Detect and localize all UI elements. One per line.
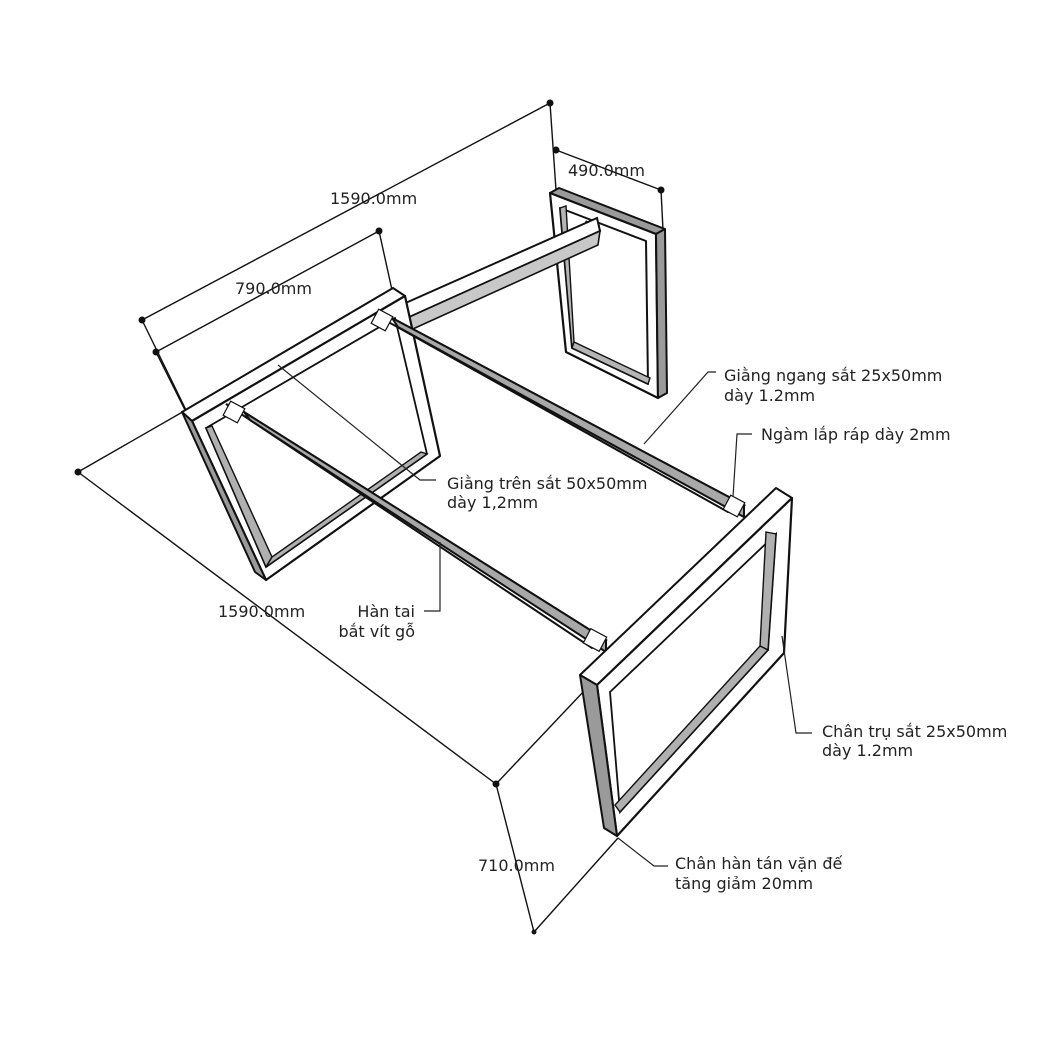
dim-dot [375, 227, 383, 235]
dim-dot [531, 929, 537, 935]
callout-chan-tru-line1: Chân trụ sắt 25x50mm [822, 722, 1007, 741]
dimension-lines [74, 99, 665, 935]
dim-line-width-front [155, 230, 380, 353]
callout-ngam-lap-rap: Ngàm lắp ráp dày 2mm [761, 425, 951, 444]
dim-dot [546, 99, 554, 107]
dim-ext-790-left [155, 351, 187, 413]
dim-dot [552, 146, 560, 154]
dim-ext-bottom-right [495, 689, 586, 785]
leader-chan-tru [781, 635, 812, 734]
callout-han-tai-line2: bắt vít gỗ [338, 622, 415, 641]
callout-giang-tren-line2: dày 1,2mm [447, 493, 538, 512]
dim-ext-right-top [549, 102, 557, 191]
back-horizontal-beam [390, 216, 602, 334]
callout-han-tai-line1: Hàn tai [357, 602, 415, 621]
top-beams [222, 308, 747, 654]
dim-line-height [495, 783, 535, 933]
dim-ext-left-top [141, 319, 187, 411]
dimension-labels: 1590.0mm 490.0mm 790.0mm 1590.0mm 710.0m… [218, 161, 645, 875]
dim-ext-790-right [378, 230, 393, 291]
dim-dot [74, 468, 82, 476]
callout-chan-han-line2: tăng giảm 20mm [675, 874, 813, 893]
callout-giang-ngang-line2: dày 1.2mm [724, 386, 815, 405]
leader-chan-han [617, 837, 668, 867]
leg-frame-back [548, 187, 668, 400]
dim-line-length-bottom [77, 471, 497, 785]
leg-frame-right [579, 487, 794, 838]
callout-chan-tru-line2: dày 1.2mm [822, 741, 913, 760]
dim-ext-width-back [660, 189, 664, 231]
dim-ext-bottom-left [77, 409, 187, 473]
callout-giang-ngang-line1: Giằng ngang sắt 25x50mm [724, 366, 942, 385]
leader-giang-tren [277, 364, 436, 481]
callout-labels: Giằng ngang sắt 25x50mm dày 1.2mm Ngàm l… [338, 366, 1007, 893]
dim-label-height: 710.0mm [478, 856, 555, 875]
leader-ngam-lap-rap [732, 433, 752, 498]
dim-dot [152, 348, 160, 356]
dim-label-length-bottom: 1590.0mm [218, 602, 305, 621]
dim-label-length-top: 1590.0mm [330, 189, 417, 208]
leader-lines [277, 364, 812, 867]
dim-line-length-top [141, 102, 551, 321]
leader-giang-ngang [643, 371, 716, 445]
callout-giang-tren-line1: Giằng trên sắt 50x50mm [447, 474, 647, 493]
dim-dot [138, 316, 146, 324]
leader-han-tai [424, 542, 441, 612]
leg-frame-left [181, 287, 442, 582]
dim-line-width-back [555, 149, 662, 191]
dim-dot [492, 780, 500, 788]
dim-label-width-back: 490.0mm [568, 161, 645, 180]
callout-chan-han-line1: Chân hàn tán vặn đế [675, 854, 842, 873]
dim-label-width-front: 790.0mm [235, 279, 312, 298]
dim-ext-height [533, 837, 619, 933]
dim-dot [657, 186, 665, 194]
